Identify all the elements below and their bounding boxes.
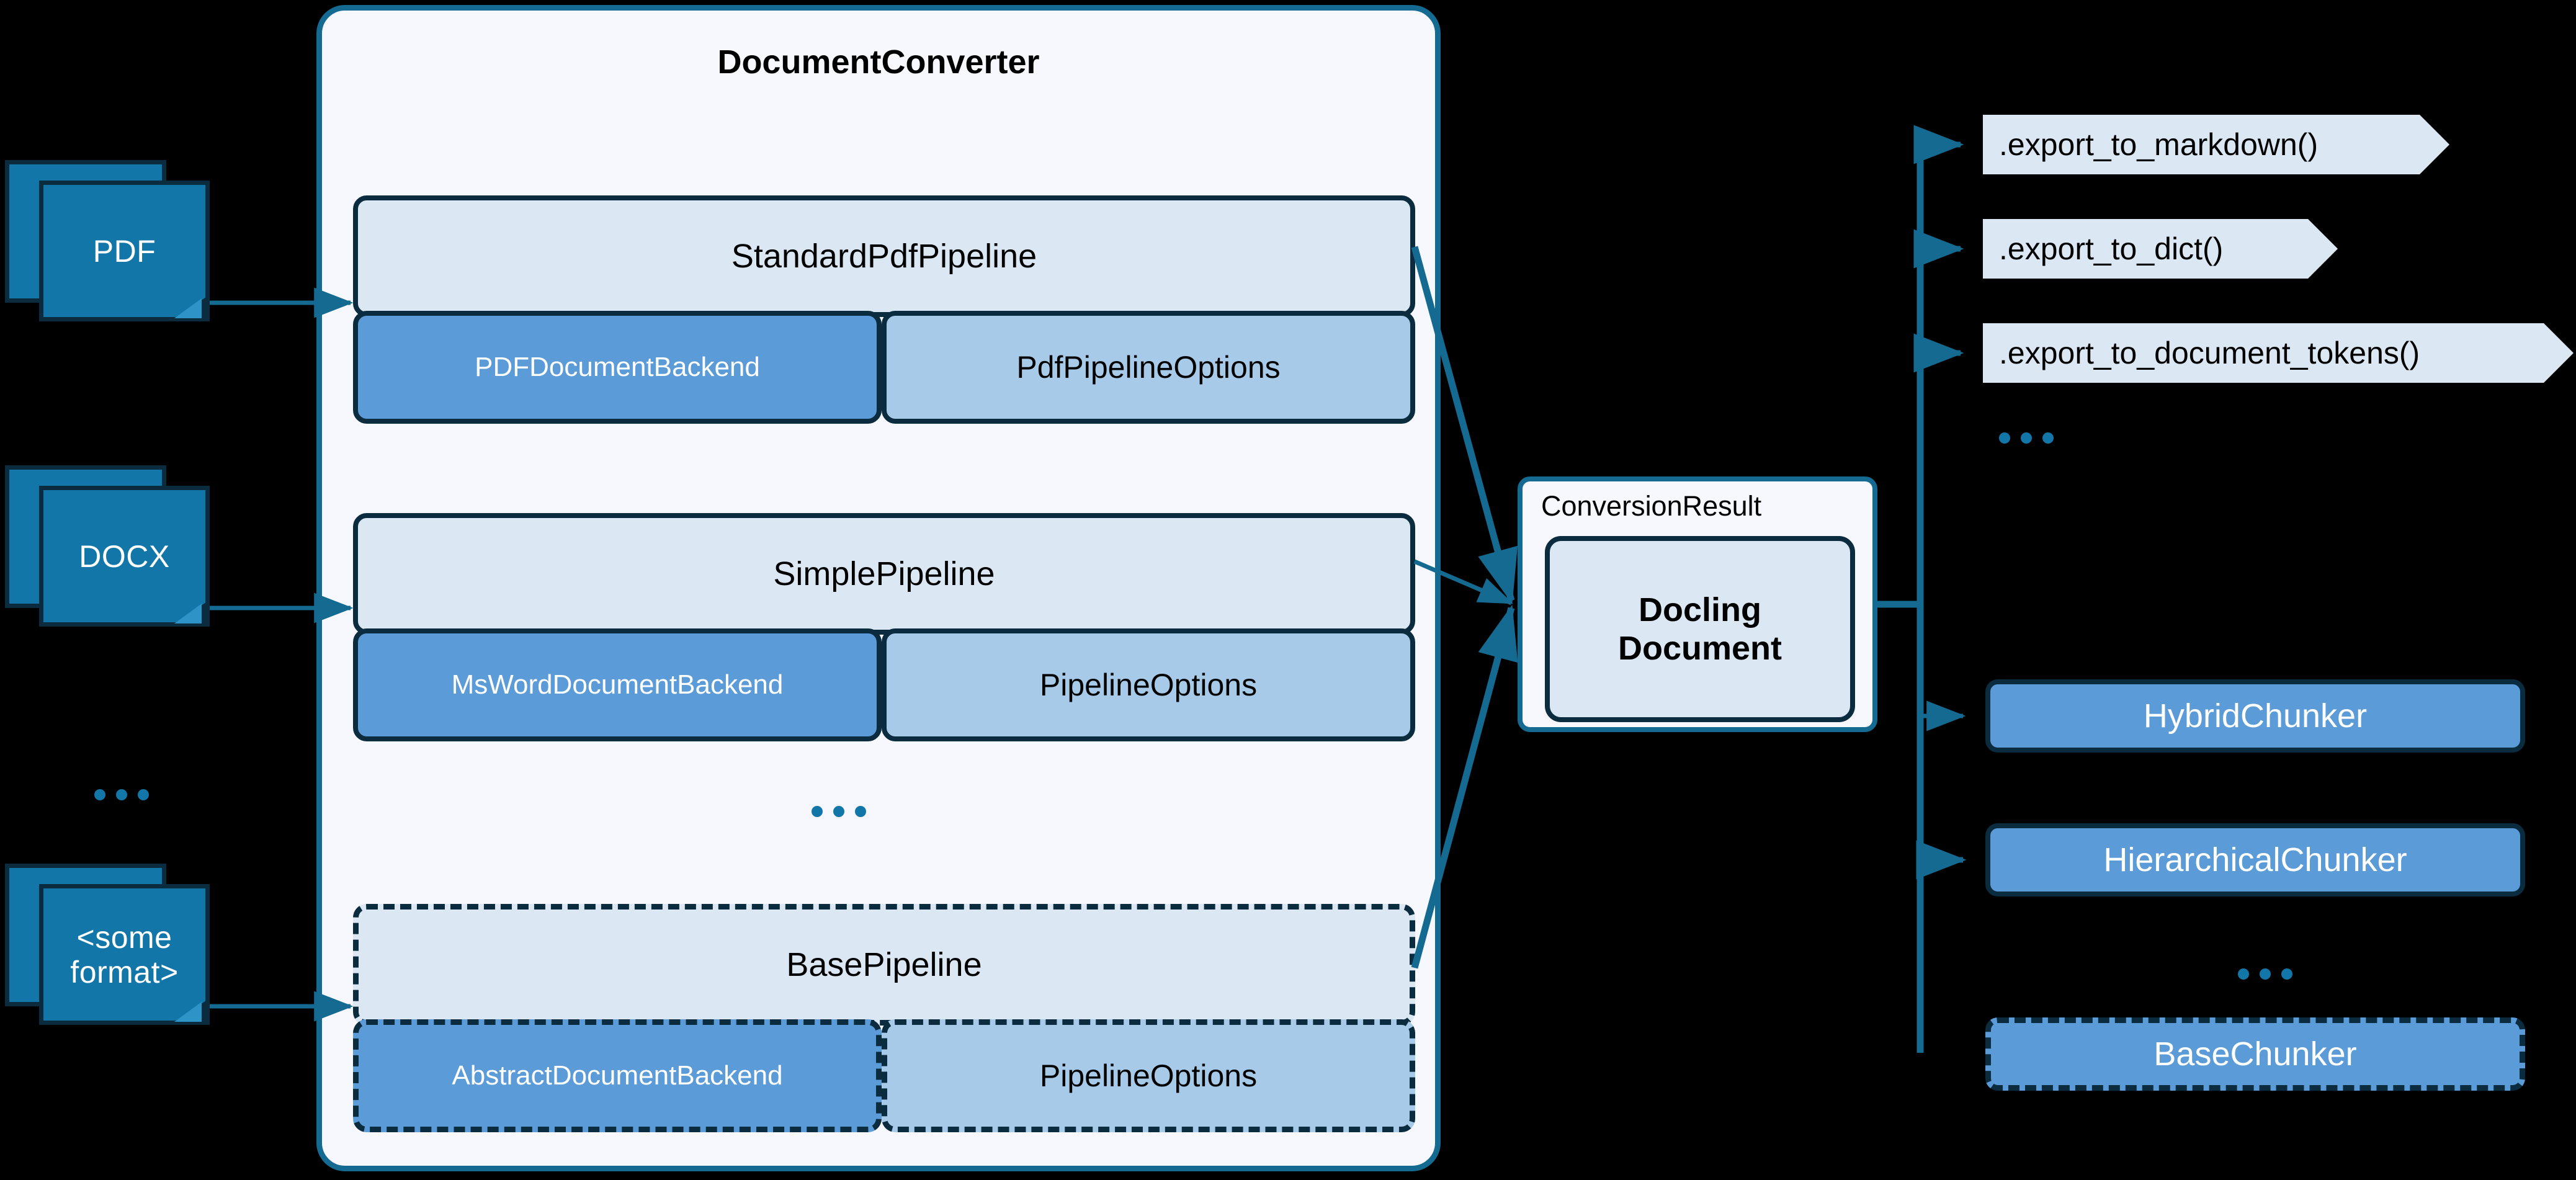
conversion-result-box: ConversionResult Docling Document [1518,476,1877,732]
pipeline-options-label: PdfPipelineOptions [1016,350,1281,385]
doc-stack-front: PDF [39,181,210,321]
pipeline-backend-label: AbstractDocumentBackend [452,1060,783,1091]
pipeline-options-label: PipelineOptions [1039,1058,1258,1093]
docling-document-line2: Document [1617,630,1782,667]
input-ellipsis [94,789,149,800]
pipeline-backend-label: PDFDocumentBackend [475,352,760,382]
pipeline-options[interactable]: PipelineOptions [882,628,1415,741]
export-method-label: .export_to_document_tokens() [1999,336,2420,370]
page-title: DocumentConverter [717,43,1040,81]
export-method-dict[interactable]: .export_to_dict() [1983,219,2338,279]
doc-stack-front: DOCX [39,486,210,627]
exports-ellipsis [1999,432,2054,444]
chunkers-ellipsis [2238,968,2292,980]
connector-result-trunk [1877,145,1924,1053]
export-method-document-tokens[interactable]: .export_to_document_tokens() [1983,323,2574,383]
chunker-hierarchical[interactable]: HierarchicalChunker [1985,823,2525,896]
doc-fold-icon [169,295,210,321]
pipeline-backend[interactable]: AbstractDocumentBackend [353,1019,882,1132]
doc-fold-icon [169,600,210,627]
doc-fold-icon [169,998,210,1025]
pipeline-options-label: PipelineOptions [1039,668,1258,702]
pipeline-name: SimplePipeline [773,555,995,592]
pipeline-components-row: AbstractDocumentBackend PipelineOptions [353,1019,1415,1132]
chunker-base[interactable]: BaseChunker [1985,1017,2525,1091]
document-converter-panel: DocumentConverter StandardPdfPipeline PD… [316,5,1441,1171]
chunker-label: HierarchicalChunker [2103,841,2407,878]
input-doc-label-line1: <some [76,919,172,955]
pipeline-components-row: PDFDocumentBackend PdfPipelineOptions [353,311,1415,424]
pipeline-options[interactable]: PipelineOptions [882,1019,1415,1132]
chunker-label: HybridChunker [2143,697,2368,735]
pipeline-backend[interactable]: MsWordDocumentBackend [353,628,882,741]
input-doc-label-line2: format> [70,954,179,990]
export-method-label: .export_to_markdown() [1999,127,2319,162]
converter-ellipsis [812,806,866,817]
input-doc-label: DOCX [79,539,170,574]
input-doc-docx[interactable]: DOCX [5,465,210,627]
pipeline-header[interactable]: StandardPdfPipeline [353,195,1415,317]
docling-document-line1: Docling [1638,591,1761,628]
export-method-label: .export_to_dict() [1999,231,2224,266]
pipeline-name: StandardPdfPipeline [731,238,1037,275]
pipeline-header[interactable]: SimplePipeline [353,513,1415,635]
doc-stack-front: <some format> [39,884,210,1025]
input-doc-label: PDF [92,233,156,269]
input-doc-label: <some format> [70,920,178,990]
chunker-label: BaseChunker [2153,1035,2357,1073]
pipeline-header[interactable]: BasePipeline [353,904,1415,1026]
export-method-markdown[interactable]: .export_to_markdown() [1983,115,2449,174]
pipeline-options[interactable]: PdfPipelineOptions [882,311,1415,424]
input-doc-pdf[interactable]: PDF [5,160,210,321]
pipeline-name: BasePipeline [786,946,982,983]
chunker-hybrid[interactable]: HybridChunker [1985,679,2525,753]
input-doc-some-format[interactable]: <some format> [5,864,210,1025]
docling-document-box[interactable]: Docling Document [1545,536,1855,722]
pipeline-components-row: MsWordDocumentBackend PipelineOptions [353,628,1415,741]
pipeline-backend-label: MsWordDocumentBackend [451,669,784,700]
conversion-result-label: ConversionResult [1541,490,1762,522]
pipeline-backend[interactable]: PDFDocumentBackend [353,311,882,424]
